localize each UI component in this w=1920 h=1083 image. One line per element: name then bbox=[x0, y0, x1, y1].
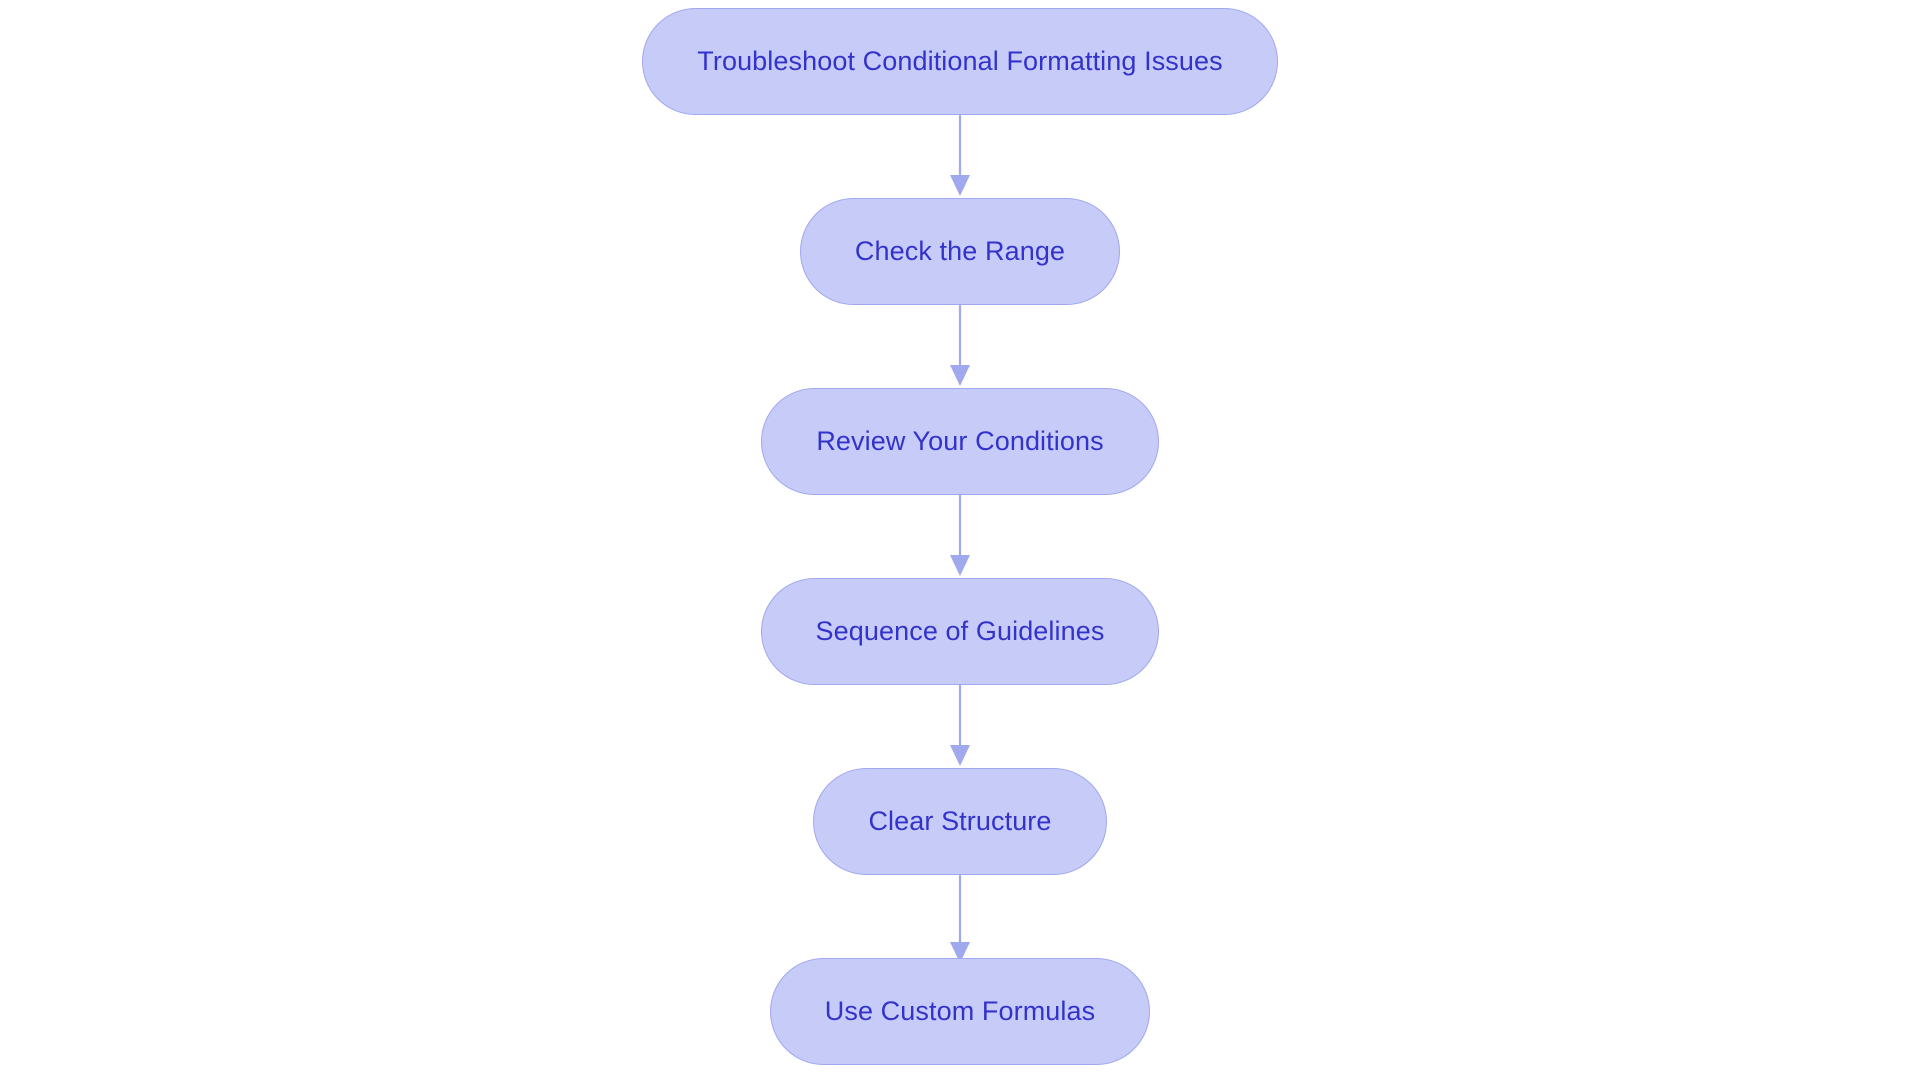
flow-node-label: Check the Range bbox=[854, 236, 1066, 266]
top-spacer bbox=[960, 0, 961, 8]
flow-node-sequence-of-guidelines[interactable]: Sequence of Guidelines bbox=[760, 578, 1160, 685]
flow-arrow-n2-to-n3 bbox=[945, 305, 975, 388]
flow-node-troubleshoot-conditional-formatting-issues[interactable]: Troubleshoot Conditional Formatting Issu… bbox=[642, 8, 1278, 115]
flow-node-label: Sequence of Guidelines bbox=[815, 616, 1105, 646]
flow-arrow-n1-to-n2 bbox=[945, 115, 975, 198]
flow-arrow-n3-to-n4 bbox=[945, 495, 975, 578]
flow-node-review-your-conditions[interactable]: Review Your Conditions bbox=[761, 388, 1159, 495]
flow-arrow-n5-to-n6 bbox=[945, 875, 975, 963]
flow-node-label: Clear Structure bbox=[868, 806, 1052, 836]
flow-node-label: Use Custom Formulas bbox=[824, 996, 1096, 1026]
flow-arrow-n4-to-n5 bbox=[945, 685, 975, 768]
flow-node-use-custom-formulas[interactable]: Use Custom Formulas bbox=[769, 958, 1151, 1065]
flow-node-clear-structure[interactable]: Clear Structure bbox=[813, 768, 1107, 875]
flow-node-label: Troubleshoot Conditional Formatting Issu… bbox=[697, 46, 1223, 76]
flow-node-check-the-range[interactable]: Check the Range bbox=[799, 198, 1121, 305]
flow-node-label: Review Your Conditions bbox=[816, 426, 1104, 456]
